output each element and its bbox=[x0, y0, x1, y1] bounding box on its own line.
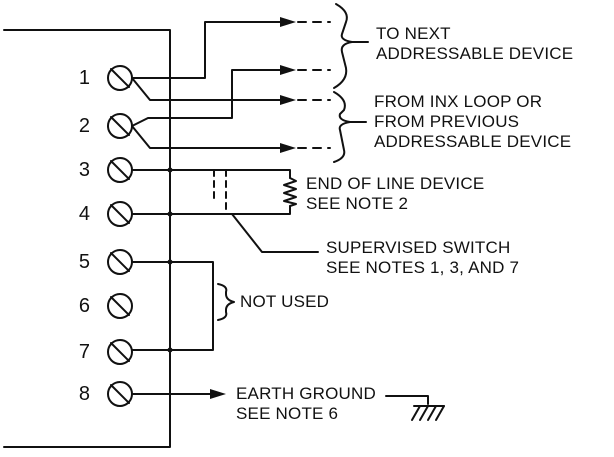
terminal-screw-7 bbox=[107, 339, 133, 365]
end-of-line-resistor bbox=[283, 177, 297, 207]
wire-t1-to-next-device bbox=[131, 21, 281, 79]
wire-t2-to-next-device bbox=[131, 69, 281, 127]
device-housing-outline bbox=[3, 29, 171, 448]
terminal-number-7: 7 bbox=[78, 341, 90, 363]
wire-t2-from-loop bbox=[131, 125, 281, 149]
terminal-number-1: 1 bbox=[78, 67, 90, 89]
arrowhead-earth bbox=[210, 389, 226, 399]
terminal-number-4: 4 bbox=[78, 203, 90, 225]
switch-leader bbox=[231, 213, 319, 253]
wire-t3 bbox=[131, 169, 291, 179]
wire-t5 bbox=[131, 261, 214, 351]
label-from-loop-line2: FROM PREVIOUS bbox=[374, 112, 520, 131]
terminal-screw-8 bbox=[107, 381, 133, 407]
terminal-number-6: 6 bbox=[78, 295, 90, 317]
arrowhead-2 bbox=[280, 65, 296, 75]
supervised-switch bbox=[213, 169, 227, 215]
terminal-screw-5 bbox=[107, 249, 133, 275]
terminal-screw-6 bbox=[107, 293, 133, 319]
wire-t4 bbox=[131, 205, 291, 215]
arrowhead-1 bbox=[280, 17, 296, 27]
brace-next-device bbox=[333, 3, 353, 89]
label-eol-line2: SEE NOTE 2 bbox=[306, 194, 409, 213]
junction-dot-t7 bbox=[167, 347, 173, 353]
terminal-screw-4 bbox=[107, 201, 133, 227]
brace-not-used bbox=[217, 283, 235, 321]
terminal-screw-2 bbox=[107, 113, 133, 139]
wire-t1-from-loop bbox=[131, 77, 281, 101]
junction-dot-t3 bbox=[167, 167, 173, 173]
earth-ground-icon bbox=[411, 405, 445, 421]
label-to-next-line2: ADDRESSABLE DEVICE bbox=[376, 44, 574, 63]
terminal-screw-3 bbox=[107, 157, 133, 183]
label-not-used: NOT USED bbox=[240, 292, 330, 311]
label-switch-line1: SUPERVISED SWITCH bbox=[326, 238, 511, 257]
label-switch-line2: SEE NOTES 1, 3, AND 7 bbox=[326, 258, 520, 277]
label-earth-line2: SEE NOTE 6 bbox=[236, 404, 339, 423]
terminal-number-8: 8 bbox=[78, 383, 90, 405]
brace-from-loop bbox=[333, 91, 351, 163]
terminal-number-3: 3 bbox=[78, 159, 90, 181]
label-eol-line1: END OF LINE DEVICE bbox=[306, 174, 485, 193]
label-to-next-line1: TO NEXT bbox=[376, 24, 451, 43]
arrowhead-3 bbox=[280, 95, 296, 105]
terminal-number-5: 5 bbox=[78, 251, 90, 273]
junction-dot-t4 bbox=[167, 211, 173, 217]
junction-dot-t5 bbox=[167, 259, 173, 265]
terminal-number-2: 2 bbox=[78, 115, 90, 137]
label-from-loop-line1: FROM INX LOOP OR bbox=[374, 92, 543, 111]
label-earth-line1: EARTH GROUND bbox=[236, 384, 376, 403]
terminal-screw-1 bbox=[107, 65, 133, 91]
earth-ground-leader bbox=[385, 395, 429, 405]
arrowhead-4 bbox=[280, 143, 296, 153]
label-from-loop-line3: ADDRESSABLE DEVICE bbox=[374, 132, 572, 151]
